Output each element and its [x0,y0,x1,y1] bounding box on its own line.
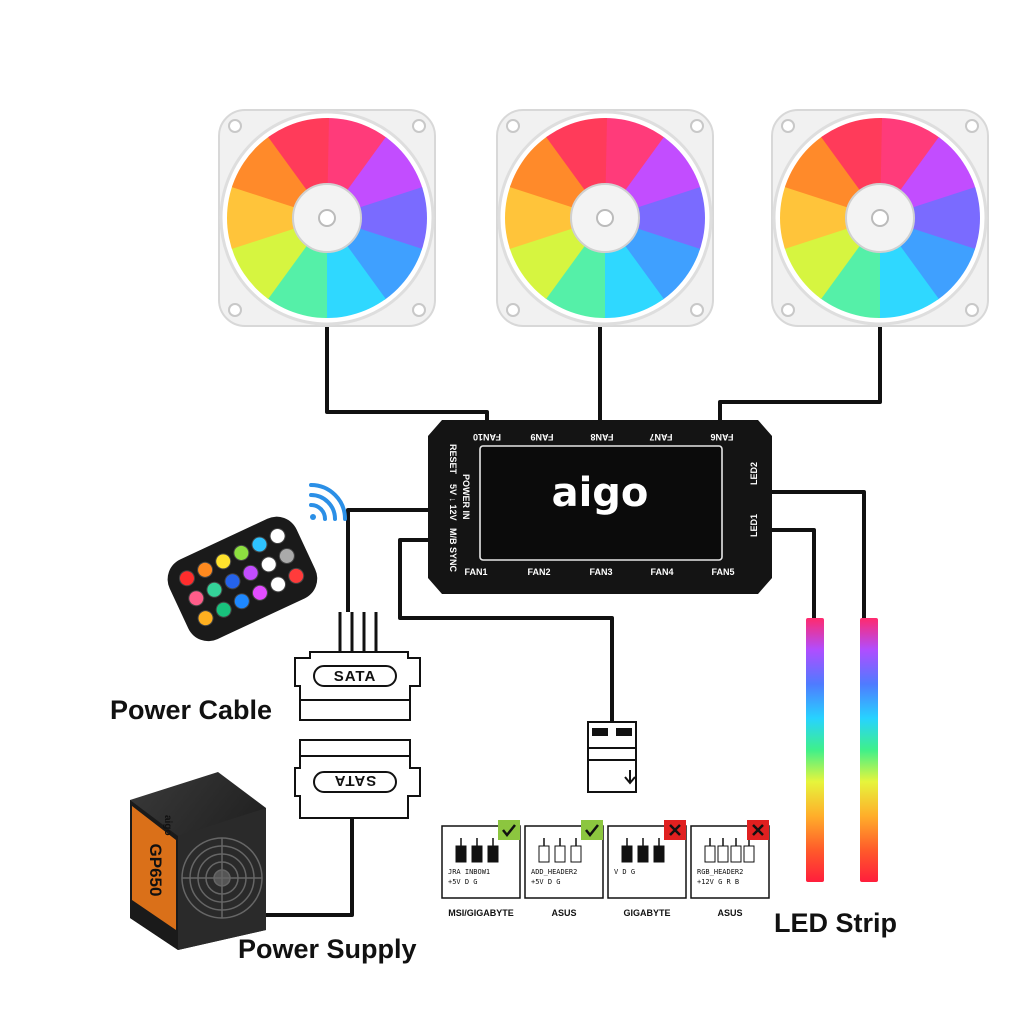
psu-cable [262,818,354,917]
hub-bottom-ports: FAN1 FAN2 FAN3 FAN4 FAN5 [464,567,734,577]
mb-sync-label: M/B SYNC [448,528,458,573]
header-pin-label: ADD_HEADER2 [531,868,577,876]
port-label: FAN1 [464,567,487,577]
sync-cable [398,538,614,722]
port-label: FAN5 [711,567,734,577]
psu-model-label: GP650 [146,844,165,897]
cross-icon [664,820,686,840]
port-label: FAN9 [530,432,553,442]
port-label: FAN3 [589,567,612,577]
remote-button [233,593,250,610]
hub-window [479,445,723,561]
remote-button [270,576,287,593]
header-caption: ASUS [717,908,742,918]
hub-left-labels: RESET POWER IN 5V ↓ 12V M/B SYNC [448,444,471,573]
led1-cable [770,528,816,620]
fan1-cable [325,322,489,424]
header-pin-names: +5V D G [531,878,561,886]
power-supply-icon: GP650 aigo [130,772,266,950]
led1-label: LED1 [749,514,759,537]
hub-right-labels: LED2 LED1 [749,462,759,537]
remote-button [288,567,305,584]
fan-hub: aigo FAN10 FAN9 FAN8 FAN7 FAN6 FAN1 FAN2… [428,420,772,594]
header-connector-icon: V D G GIGABYTE [607,820,687,918]
remote-button [215,601,232,618]
led-strip-1 [806,618,824,882]
header-connector-icon: ADD_HEADER2 +5V D G ASUS [524,820,604,918]
header-pin-names: +12V G R B [697,878,739,886]
remote-button [269,528,286,545]
hub-top-ports: FAN10 FAN9 FAN8 FAN7 FAN6 [473,432,734,442]
sata-cable-connector: SATA [294,651,421,721]
header-connector-icon: RGB_HEADER2 +12V G R B ASUS [690,820,770,918]
port-label: FAN7 [649,432,672,442]
remote-button [178,570,195,587]
remote-button [215,553,232,570]
rgb-fan-icon [496,109,714,327]
reset-label: RESET [448,444,458,475]
header-pin-label: V D G [614,868,635,876]
wifi-signal-icon [309,483,347,521]
check-icon [581,820,603,840]
remote-button [251,584,268,601]
remote-button [206,581,223,598]
fan3-cable [718,322,882,424]
psu-fan-grille [181,837,263,919]
remote-button [260,556,277,573]
header-caption: MSI/GIGABYTE [448,908,514,918]
rgb-fans [218,109,989,327]
remote-button [197,561,214,578]
led-strip-label: LED Strip [774,908,897,938]
voltage-label: 5V ↓ 12V [448,484,458,521]
hub-brand-logo: aigo [552,470,649,516]
psu-brand-label: aigo [162,815,173,836]
header-pin-names: +5V D G [448,878,478,886]
header-pin-label: JRA INBOW1 [448,868,490,876]
remote-button [233,544,250,561]
led2-cable [770,490,866,620]
remote-button [242,564,259,581]
argb-3pin-connector [587,721,637,793]
header-caption: ASUS [551,908,576,918]
port-label: FAN6 [710,432,733,442]
led-strip-2 [860,618,878,882]
cables [262,322,882,917]
cross-icon [747,820,769,840]
port-label: FAN2 [527,567,550,577]
header-connector-icon: JRA INBOW1 +5V D G MSI/GIGABYTE [441,820,521,918]
power-supply-label: Power Supply [238,934,417,964]
power-in-cable [346,508,430,612]
header-caption: GIGABYTE [623,908,670,918]
led-strip-icon [806,618,878,882]
sata-psu-connector: SATA [294,739,421,819]
port-label: FAN8 [590,432,613,442]
port-label: FAN10 [473,432,501,442]
sata-cable-label: SATA [334,668,377,685]
rgb-fan-icon [218,109,436,327]
power-cable-label: Power Cable [110,695,272,725]
port-label: FAN4 [650,567,673,577]
header-compatibility: JRA INBOW1 +5V D G MSI/GIGABYTE ADD_HEADER2… [441,820,770,918]
sata-psu-label: SATA [334,772,377,789]
rgb-fan-icon [771,109,989,327]
power-in-label: POWER IN [461,474,471,520]
remote-button [278,547,295,564]
remote-button [197,610,214,627]
check-icon [498,820,520,840]
remote-button [188,590,205,607]
remote-control-icon [167,483,347,642]
remote-button [251,536,268,553]
remote-button [224,573,241,590]
led2-label: LED2 [749,462,759,485]
header-pin-label: RGB_HEADER2 [697,868,743,876]
